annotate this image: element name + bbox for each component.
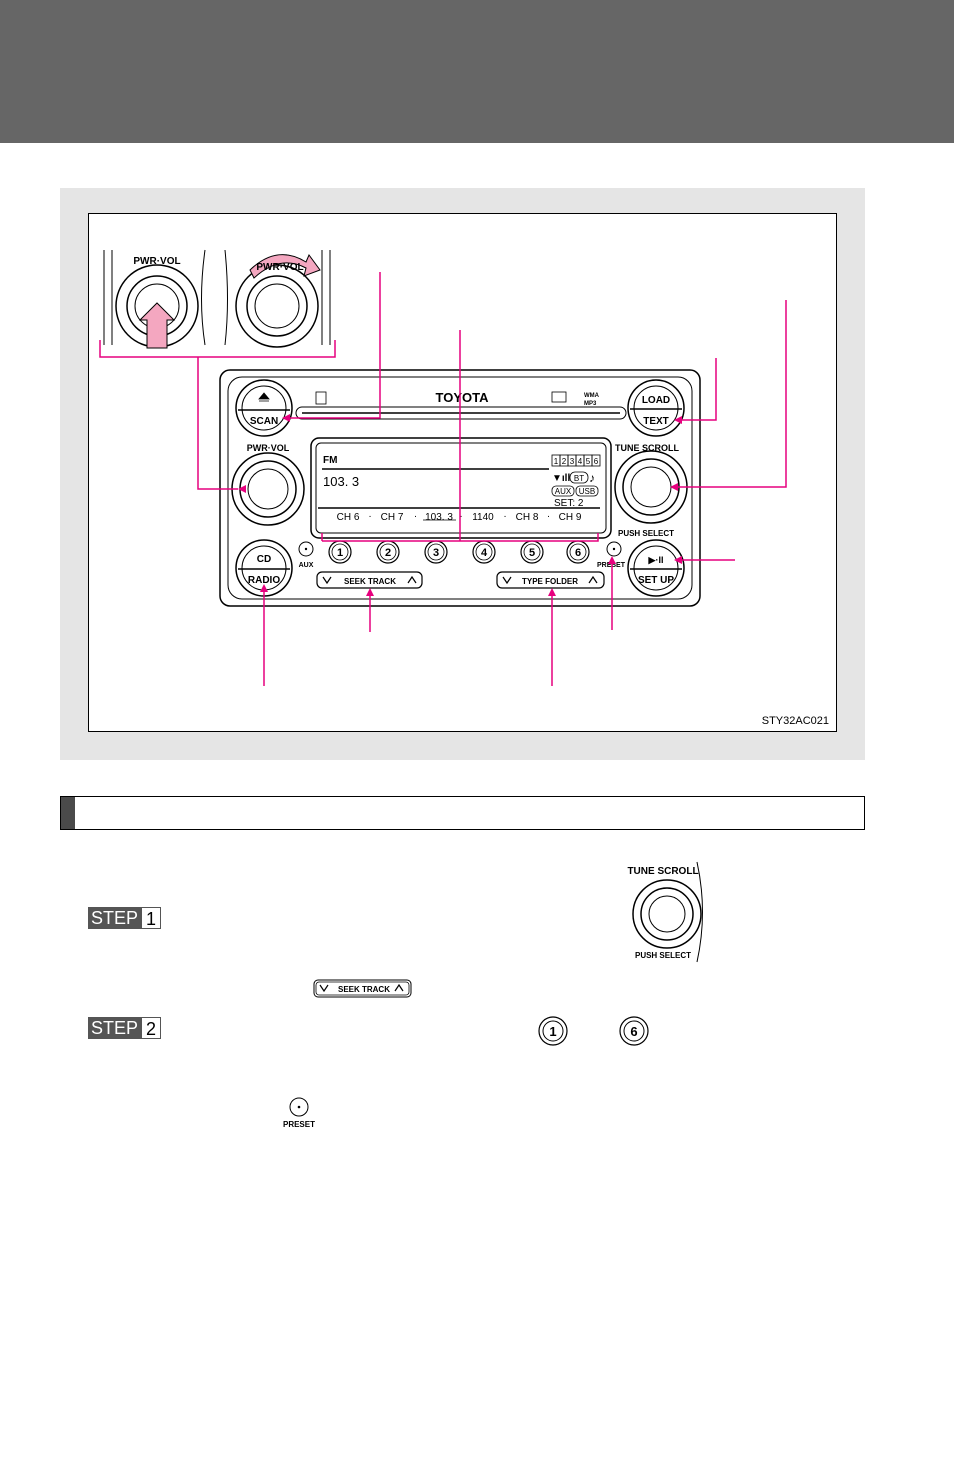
- preset-button-5[interactable]: 5: [520, 540, 544, 564]
- inline-push-select-label: PUSH SELECT: [635, 951, 691, 960]
- preset-button-4[interactable]: 4: [472, 540, 496, 564]
- display-band: FM: [323, 455, 337, 466]
- callout-arrowheads: [238, 414, 682, 596]
- preset-button-label: 5: [529, 547, 535, 559]
- display-set: SET: 2: [554, 498, 584, 509]
- display-channel: 1140: [472, 512, 494, 523]
- display-preset-num: 5: [586, 457, 591, 466]
- setup-label: SET UP: [638, 575, 674, 586]
- preset-button-label: 4: [481, 547, 488, 559]
- channel-separator: ·: [414, 511, 417, 522]
- channel-separator: ·: [503, 511, 506, 522]
- inset-pwr-vol-label-a: PWR·VOL: [133, 256, 180, 267]
- press-arrow-icon: [138, 302, 176, 349]
- inline-preset-label: PRESET: [283, 1120, 315, 1129]
- preset-button-label: 1: [337, 547, 343, 559]
- signal-icon: ▼ıll: [552, 473, 570, 484]
- channel-separator: ·: [459, 511, 462, 522]
- play-pause-label: ▶·II: [648, 555, 664, 565]
- preset-button-3[interactable]: 3: [424, 540, 448, 564]
- inline-seek-track-label: SEEK TRACK: [338, 985, 390, 994]
- inset-pwr-vol-label-b: PWR·VOL: [256, 262, 303, 273]
- type-folder-label: TYPE FOLDER: [522, 577, 578, 586]
- preset-button[interactable]: [606, 541, 622, 557]
- brand-logo: TOYOTA: [436, 390, 490, 405]
- display-preset-num: 3: [570, 457, 575, 466]
- scan-label: SCAN: [250, 416, 278, 427]
- mp3-mark: MP3: [584, 401, 597, 407]
- display-frequency: 103. 3: [323, 474, 359, 489]
- channel-separator: ·: [368, 511, 371, 522]
- display-preset-box: [591, 454, 601, 467]
- preset-button-1[interactable]: 1: [328, 540, 352, 564]
- aux-label: AUX: [299, 562, 314, 569]
- display-channel: 103. 3: [425, 512, 453, 523]
- load-text-button[interactable]: [627, 379, 685, 437]
- rotate-arrow-icon: [249, 253, 321, 279]
- inline-seek-track-icon: [313, 979, 412, 998]
- display-preset-num: 2: [562, 457, 567, 466]
- preset-button-6[interactable]: 6: [566, 540, 590, 564]
- cd-label: CD: [257, 554, 271, 565]
- preset-button-label: 3: [433, 547, 439, 559]
- display-channel: CH 8: [516, 512, 539, 523]
- preset-button-2[interactable]: 2: [376, 540, 400, 564]
- display-channel: CH 9: [559, 512, 582, 523]
- music-note-icon: ♪: [589, 471, 595, 485]
- display-preset-num: 6: [594, 457, 599, 466]
- step-2-number: 2: [141, 1017, 162, 1039]
- display-channel-list: CH 6 · CH 7 · 103. 3 · 1140 · CH 8 · CH 9: [337, 511, 582, 523]
- aux-jack[interactable]: [298, 541, 314, 557]
- display-aux: AUX: [555, 487, 572, 496]
- step-1-number: 1: [141, 907, 162, 929]
- section-accent: [61, 797, 75, 829]
- seek-track-label: SEEK TRACK: [344, 577, 396, 586]
- seek-track-button[interactable]: [316, 571, 423, 589]
- step-1-word: STEP: [88, 907, 142, 929]
- preset-button-label: 2: [385, 547, 391, 559]
- play-setup-button[interactable]: [627, 539, 685, 597]
- display-preset-num: 4: [578, 457, 583, 466]
- inline-preset-1-label: 1: [549, 1024, 556, 1039]
- page-header-band: [0, 0, 954, 143]
- load-label: LOAD: [642, 395, 670, 406]
- step-2-word: STEP: [88, 1017, 142, 1039]
- scan-button[interactable]: [235, 379, 293, 437]
- preset-buttons: 1 2 3 4 5 6: [328, 540, 590, 564]
- display-channel: CH 7: [381, 512, 404, 523]
- channel-separator: ·: [547, 511, 550, 522]
- display-usb: USB: [579, 487, 595, 496]
- tune-scroll-label: TUNE SCROLL: [615, 443, 680, 453]
- preset-button-label: 6: [575, 547, 581, 559]
- section-heading-bar: [60, 796, 865, 830]
- text-label: TEXT: [643, 416, 669, 427]
- radio-label: RADIO: [248, 575, 280, 586]
- type-folder-button[interactable]: [496, 571, 605, 589]
- wma-mark: WMA: [584, 393, 600, 399]
- display-channel: CH 6: [337, 512, 360, 523]
- inline-tune-scroll-label: TUNE SCROLL: [627, 866, 698, 877]
- inset-bracket: [99, 340, 336, 358]
- figure-code: STY32AC021: [762, 715, 829, 727]
- display-preset-num: 1: [554, 457, 559, 466]
- inline-preset-6-label: 6: [630, 1024, 637, 1039]
- push-select-label: PUSH SELECT: [618, 529, 674, 538]
- display-bt: BT: [574, 474, 584, 483]
- pwr-vol-label: PWR·VOL: [247, 443, 290, 453]
- callout-lines: [197, 272, 787, 686]
- inline-tune-knob-icon: [632, 861, 703, 963]
